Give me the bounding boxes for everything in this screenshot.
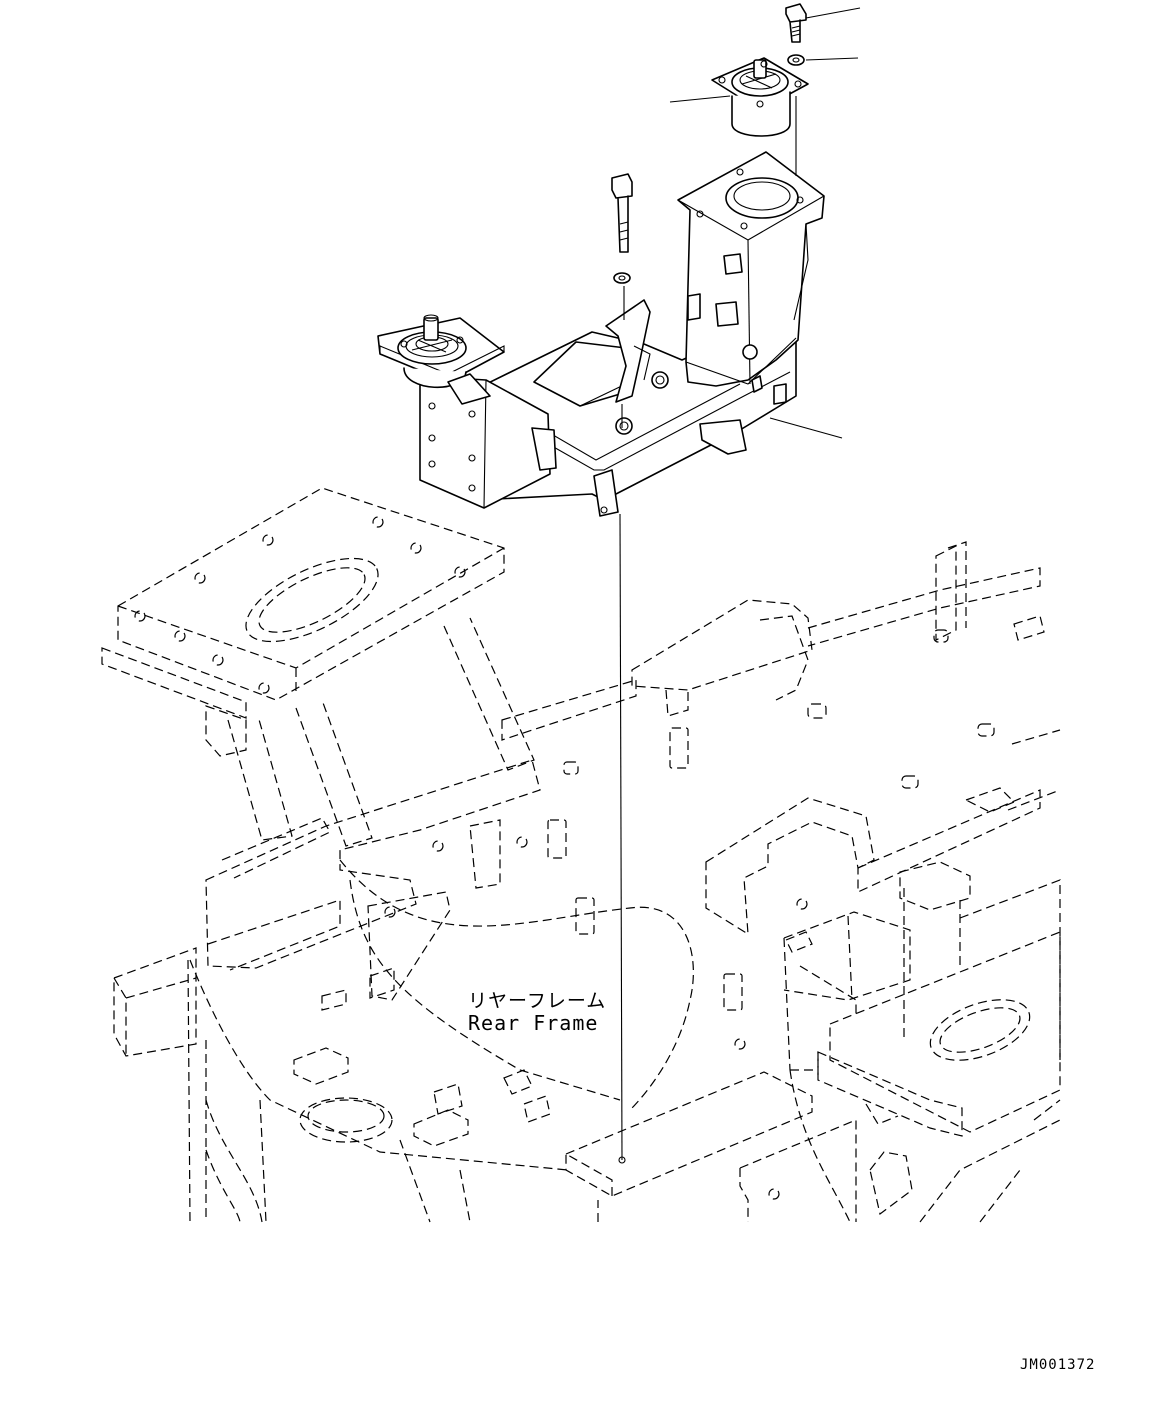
- drawing-code: JM001372: [1020, 1357, 1096, 1373]
- bolt-top: [785, 3, 807, 43]
- part-label-jp: リヤーフレーム: [468, 990, 607, 1012]
- washer-top: [787, 54, 805, 66]
- leader-lines: [669, 7, 861, 439]
- cab-mount-bracket: [377, 151, 825, 517]
- rear-frame-left-top-plate: [117, 487, 505, 701]
- part-label-en: Rear Frame: [468, 1011, 599, 1035]
- bolt-long: [611, 173, 633, 253]
- rear-frame: [101, 487, 1061, 1223]
- hardware: [611, 3, 809, 1164]
- washer-center: [613, 272, 631, 284]
